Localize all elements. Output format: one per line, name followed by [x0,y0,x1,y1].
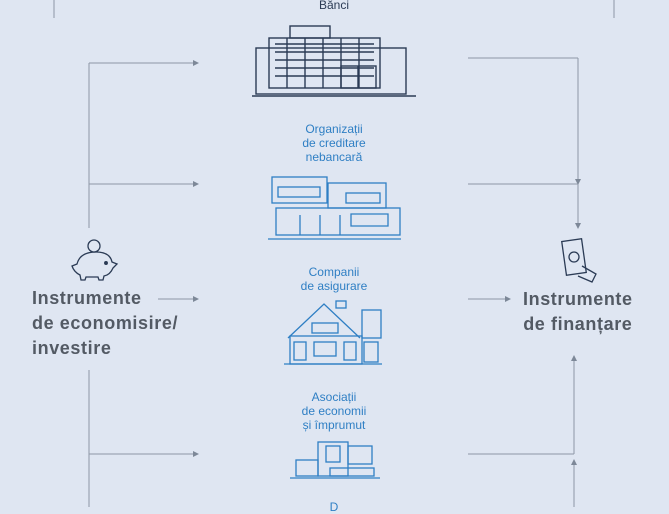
label-cut-off: D [329,500,339,514]
financing-instruments-label: Instrumente de finanțare [523,289,633,334]
label-banks: Bănci [318,0,350,12]
piggy-bank-icon [71,239,119,281]
label-savings-loan: Asociații de economii și împrumut [301,390,367,432]
insurance-house-icon [284,300,382,365]
savings-loan-building-icon [290,441,380,479]
label-insurance: Companii de asigurare [300,265,368,293]
credit-building-icon [268,176,401,240]
label-non-bank-credit: Organizații de creditare nebancară [302,122,366,164]
money-hand-icon [560,238,597,283]
savings-investment-instruments-label: Instrumente de economisire/ investire [32,288,179,358]
bank-building-icon [252,25,416,97]
